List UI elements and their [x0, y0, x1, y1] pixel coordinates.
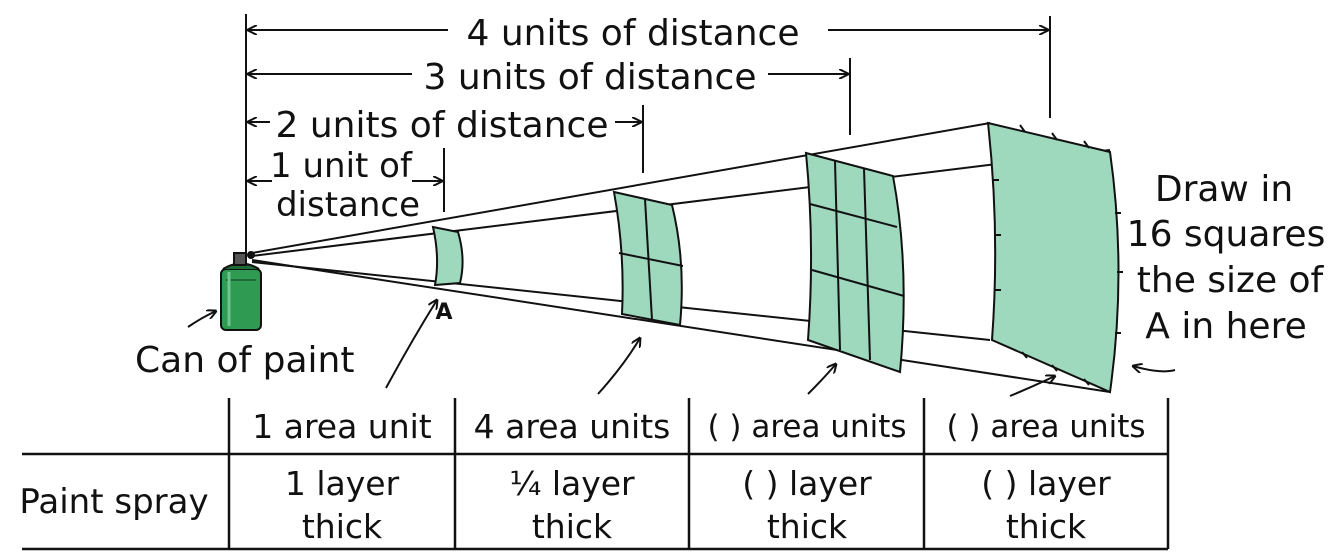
- table-grid: [22, 398, 1170, 551]
- pointer-arrow-panel-2: [597, 338, 640, 395]
- marker-a-label: A: [435, 300, 452, 325]
- paint-panel-3: [804, 151, 905, 374]
- pointer-arrow-panel-1: [385, 300, 437, 389]
- distance-label-2: 2 units of distance: [276, 105, 609, 146]
- paint-can-icon: [220, 251, 262, 331]
- can-of-paint-label: Can of paint: [135, 340, 354, 381]
- draw-in-line2: 16 squares: [1127, 214, 1326, 255]
- can-pointer-arrow: [187, 311, 216, 328]
- pointer-arrow-panel-3: [807, 364, 836, 395]
- paint-panel-4: [986, 121, 1120, 394]
- pointer-arrow-draw-in: [1133, 366, 1176, 371]
- distance-label-3: 3 units of distance: [424, 57, 757, 98]
- distance-label-4: 4 units of distance: [467, 13, 800, 54]
- distance-label-1-line1: 1 unit of: [270, 146, 413, 186]
- panel-tick-marks: [993, 124, 1123, 386]
- paint-panel-1: [431, 225, 464, 287]
- pointer-arrow-panel-4: [1009, 376, 1055, 397]
- distance-label-1-line2: distance: [276, 185, 420, 225]
- paint-panel-2: [612, 190, 684, 327]
- distance-reference-lines: [245, 14, 1051, 255]
- draw-in-line1: Draw in: [1155, 169, 1293, 210]
- draw-in-line3: the size of: [1137, 260, 1325, 301]
- draw-in-line4: A in here: [1145, 306, 1306, 347]
